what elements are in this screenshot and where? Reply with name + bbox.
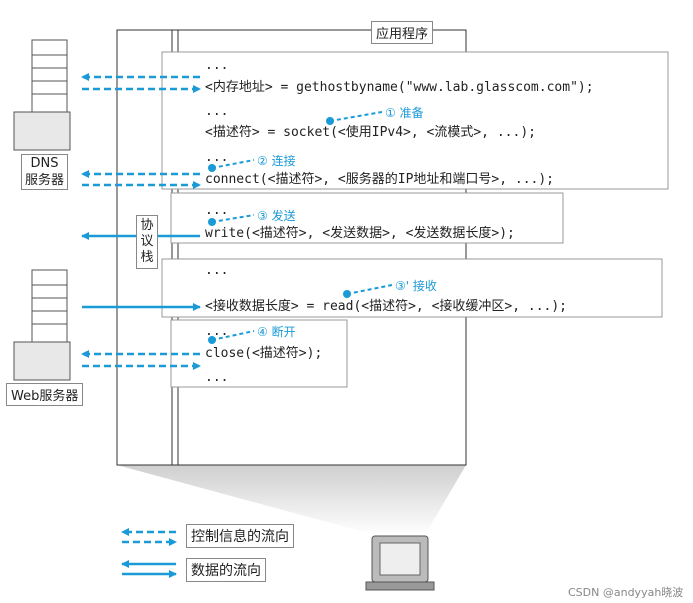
code-line: write(<描述符>, <发送数据>, <发送数据长度>);	[205, 226, 515, 241]
code-line: <内存地址> = gethostbyname("www.lab.glasscom…	[205, 80, 594, 95]
annotation-connect: ② 连接	[257, 154, 296, 168]
web-server-icon	[13, 269, 71, 381]
code-line: ...	[205, 370, 229, 385]
code-line: ...	[205, 104, 229, 119]
legend-control-label: 控制信息的流向	[186, 524, 294, 548]
code-line: close(<描述符>);	[205, 346, 323, 361]
protocol-stack-char-3: 栈	[140, 250, 154, 265]
web-server-label: Web服务器	[6, 383, 84, 406]
legend-data-label: 数据的流向	[186, 558, 266, 582]
annotation-send: ③ 发送	[257, 209, 296, 223]
code-line: ...	[205, 324, 229, 339]
annotation-2-dot	[208, 164, 216, 172]
application-frame	[116, 29, 467, 466]
watermark: CSDN @andyyah晓波	[568, 586, 684, 599]
dns-server-label: DNS 服务器	[21, 154, 69, 190]
protocol-stack-label: 协 议 栈	[136, 215, 158, 269]
code-box-1	[161, 51, 669, 190]
annotation-1-dot	[326, 117, 334, 125]
protocol-stack-char-1: 协	[140, 218, 154, 233]
annotation-3b-dot	[343, 290, 351, 298]
annotation-2-leader	[211, 159, 255, 169]
annotation-3-dot	[208, 218, 216, 226]
protocol-stack-char-2: 议	[140, 234, 154, 249]
code-line: ...	[205, 58, 229, 73]
code-line: connect(<描述符>, <服务器的IP地址和端口号>, ...);	[205, 172, 555, 187]
code-line: ...	[205, 203, 229, 218]
code-box-4	[170, 319, 348, 388]
annotation-disconnect: ④ 断开	[257, 325, 296, 339]
code-line: <描述符> = socket(<使用IPv4>, <流模式>, ...);	[205, 125, 536, 140]
annotation-prepare: ① 准备	[385, 106, 424, 120]
funnel-shadow	[117, 465, 466, 535]
dns-server-label-line2: 服务器	[25, 173, 65, 188]
annotation-3b-leader	[346, 284, 393, 295]
dns-server-label-line1: DNS	[30, 156, 59, 171]
code-line: <接收数据长度> = read(<描述符>, <接收缓冲区>, ...);	[205, 299, 568, 314]
application-title: 应用程序	[371, 21, 434, 44]
code-line: ...	[205, 150, 229, 165]
annotation-3-leader	[211, 214, 255, 223]
code-box-3	[161, 258, 663, 318]
code-line: ...	[205, 263, 229, 278]
annotation-1-leader	[329, 111, 383, 122]
annotation-4-leader	[211, 330, 255, 341]
computer-icon	[365, 535, 435, 591]
annotation-receive: ③' 接收	[395, 279, 437, 293]
annotation-4-dot	[208, 336, 216, 344]
dns-server-icon	[13, 39, 71, 151]
